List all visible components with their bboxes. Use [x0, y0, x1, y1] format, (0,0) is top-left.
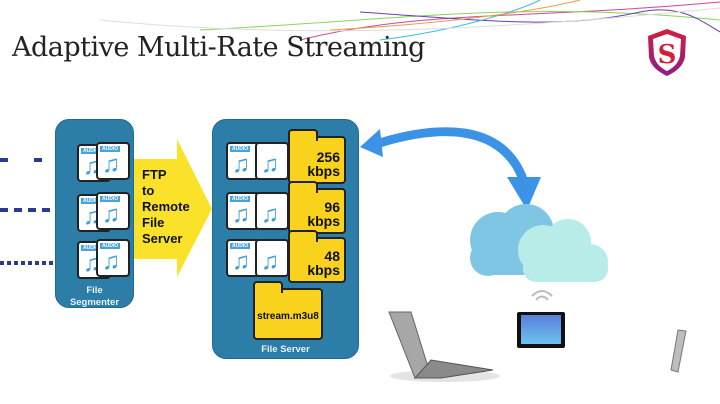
ftp-arrow [134, 139, 212, 277]
audio-file-icon: ♫ [261, 201, 279, 228]
logo-shield-icon: S [648, 29, 686, 76]
audio-file-icon: ♫ [102, 201, 120, 228]
svg-text:S: S [658, 40, 677, 70]
audio-file-icon: ♫ [232, 248, 250, 275]
audio-file: ♫ [255, 239, 289, 277]
audio-file: AUDIO♫ [96, 239, 130, 277]
audio-file-icon: ♫ [261, 151, 279, 178]
audio-file: AUDIO♫ [226, 239, 260, 277]
tablet-icon [517, 312, 565, 348]
audio-file-icon: ♫ [232, 201, 250, 228]
audio-file-icon: ♫ [102, 151, 120, 178]
wifi-icon [531, 290, 553, 301]
slide-title: Adaptive Multi-Rate Streaming [12, 32, 425, 63]
audio-file: AUDIO♫ [96, 142, 130, 180]
audio-file: AUDIO♫ [96, 192, 130, 230]
laptop-icon [388, 311, 500, 382]
file-server-label: File Server [261, 344, 310, 355]
audio-file-icon: ♫ [102, 248, 120, 275]
audio-file: ♫ [255, 192, 289, 230]
audio-file: ♫ [255, 142, 289, 180]
file-segmenter-panel: AUDIO♫ AUDIO♫ AUDIO♫ AUDIO♫ AUDIO♫ AUDIO… [55, 119, 134, 308]
bidirectional-arrow [360, 127, 541, 210]
cloud-icon [470, 204, 608, 282]
phone-icon [670, 329, 687, 373]
input-stream-lines [0, 158, 55, 265]
audio-file-icon: ♫ [261, 248, 279, 275]
audio-file-icon: ♫ [232, 151, 250, 178]
playlist-folder[interactable]: stream.m3u8 [253, 281, 323, 340]
decorative-lines [99, 0, 720, 41]
